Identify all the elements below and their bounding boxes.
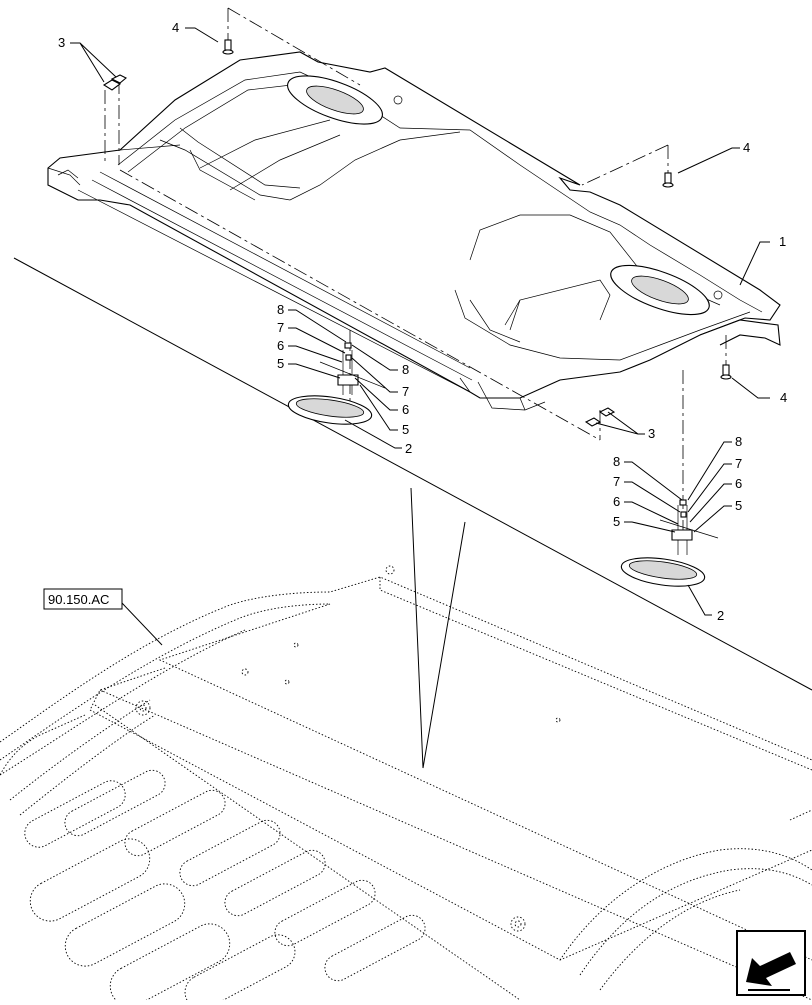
callout-4-top: 4 <box>172 20 179 35</box>
clip-part-3-left <box>102 74 127 91</box>
section-line <box>13 257 812 691</box>
callout-6-left: 6 <box>277 338 284 353</box>
callout-1: 1 <box>779 234 786 249</box>
back-arrow-icon[interactable] <box>736 930 806 996</box>
callout-3-right: 3 <box>648 426 655 441</box>
callout-7-right: 7 <box>613 474 620 489</box>
callout-3-left: 3 <box>58 35 65 50</box>
callout-leaders <box>70 27 770 646</box>
callout-4-right: 4 <box>743 140 750 155</box>
screw-part-4-top <box>222 39 234 55</box>
callout-6-left-r: 6 <box>402 402 409 417</box>
reference-label[interactable]: 90.150.AC <box>48 592 109 607</box>
callout-5-right-r: 5 <box>735 498 742 513</box>
cab-roof-outline <box>0 565 812 1005</box>
roof-vent-slots <box>24 769 426 1005</box>
callout-6-right: 6 <box>613 494 620 509</box>
lamp-lens-right <box>620 499 719 587</box>
reference-link[interactable]: 90.150.AC <box>43 588 123 610</box>
callout-8-left-r: 8 <box>402 362 409 377</box>
screw-part-4-right <box>662 172 674 188</box>
callout-5-right: 5 <box>613 514 620 529</box>
callout-2-left: 2 <box>405 441 412 456</box>
callout-4-lower: 4 <box>780 390 787 405</box>
callout-5-left: 5 <box>277 356 284 371</box>
callout-8-right: 8 <box>613 454 620 469</box>
clip-part-3-right <box>584 407 616 427</box>
callout-7-left: 7 <box>277 320 284 335</box>
callout-8-left: 8 <box>277 302 284 317</box>
callout-5-left-r: 5 <box>402 422 409 437</box>
headliner-panel <box>47 51 781 411</box>
reference-box[interactable] <box>43 588 123 610</box>
screw-part-4-lower <box>720 364 732 380</box>
detail-leader-v <box>410 487 466 769</box>
callout-6-right-r: 6 <box>735 476 742 491</box>
callout-2-right: 2 <box>717 608 724 623</box>
callout-7-left-r: 7 <box>402 384 409 399</box>
callout-7-right-r: 7 <box>735 456 742 471</box>
lamp-lens-left <box>287 342 386 425</box>
callout-8-right-r: 8 <box>735 434 742 449</box>
